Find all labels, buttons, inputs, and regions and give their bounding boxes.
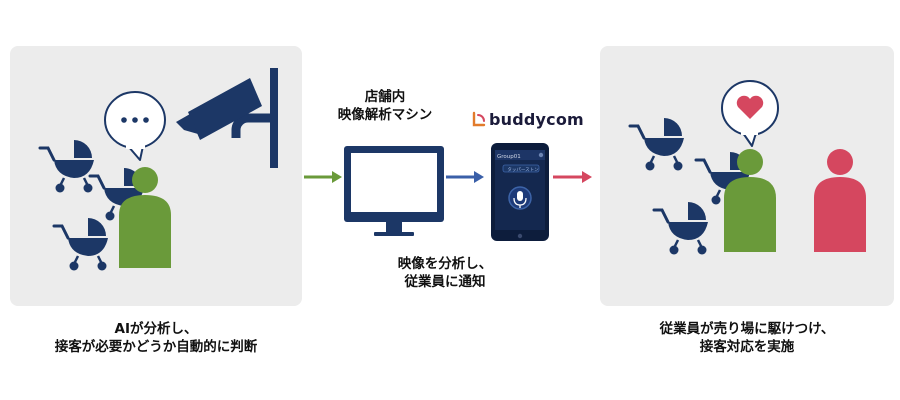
machine-label-line1: 店舗内	[364, 89, 406, 105]
arrow-right-icon	[553, 171, 592, 183]
monitor-icon	[344, 146, 444, 236]
buddycom-logo: buddycom	[472, 108, 584, 130]
stroller-icon	[652, 200, 710, 256]
caption-right: 従業員が売り場に駆けつけ、 接客対応を実施	[600, 320, 894, 356]
machine-label: 店舗内 映像解析マシン	[320, 88, 450, 124]
phone-group-label: Group01	[497, 154, 521, 160]
stroller-icon	[52, 216, 110, 272]
caption-right-line2: 接客対応を実施	[699, 339, 795, 355]
speech-bubble-heart-icon	[721, 80, 779, 147]
camera-icon	[176, 68, 278, 168]
caption-left: AIが分析し、 接客が必要かどうか自動的に判断	[10, 320, 302, 356]
brand-name: buddycom	[489, 109, 584, 129]
caption-right-line1: 従業員が売り場に駆けつけ、	[659, 321, 835, 337]
arrow-right-icon	[304, 171, 342, 183]
caption-left-line2: 接客が必要かどうか自動的に判断	[54, 339, 258, 355]
phone-chip-label: タッパーストン	[507, 168, 539, 173]
arrow-right-icon	[446, 171, 484, 183]
microphone-icon	[517, 191, 523, 201]
process-label-line2: 従業員に通知	[404, 274, 486, 290]
person-icon	[119, 167, 171, 268]
stroller-icon	[38, 138, 96, 194]
machine-label-line2: 映像解析マシン	[337, 107, 433, 123]
process-label: 映像を分析し、 従業員に通知	[360, 255, 530, 291]
speech-bubble-ellipsis-icon	[104, 91, 166, 161]
person-icon	[814, 149, 866, 252]
caption-left-line1: AIが分析し、	[114, 321, 198, 337]
buddycom-logo-icon	[472, 111, 486, 127]
stroller-icon	[628, 116, 686, 172]
smartphone-icon	[491, 143, 549, 241]
person-icon	[724, 149, 776, 252]
process-label-line1: 映像を分析し、	[397, 256, 493, 272]
